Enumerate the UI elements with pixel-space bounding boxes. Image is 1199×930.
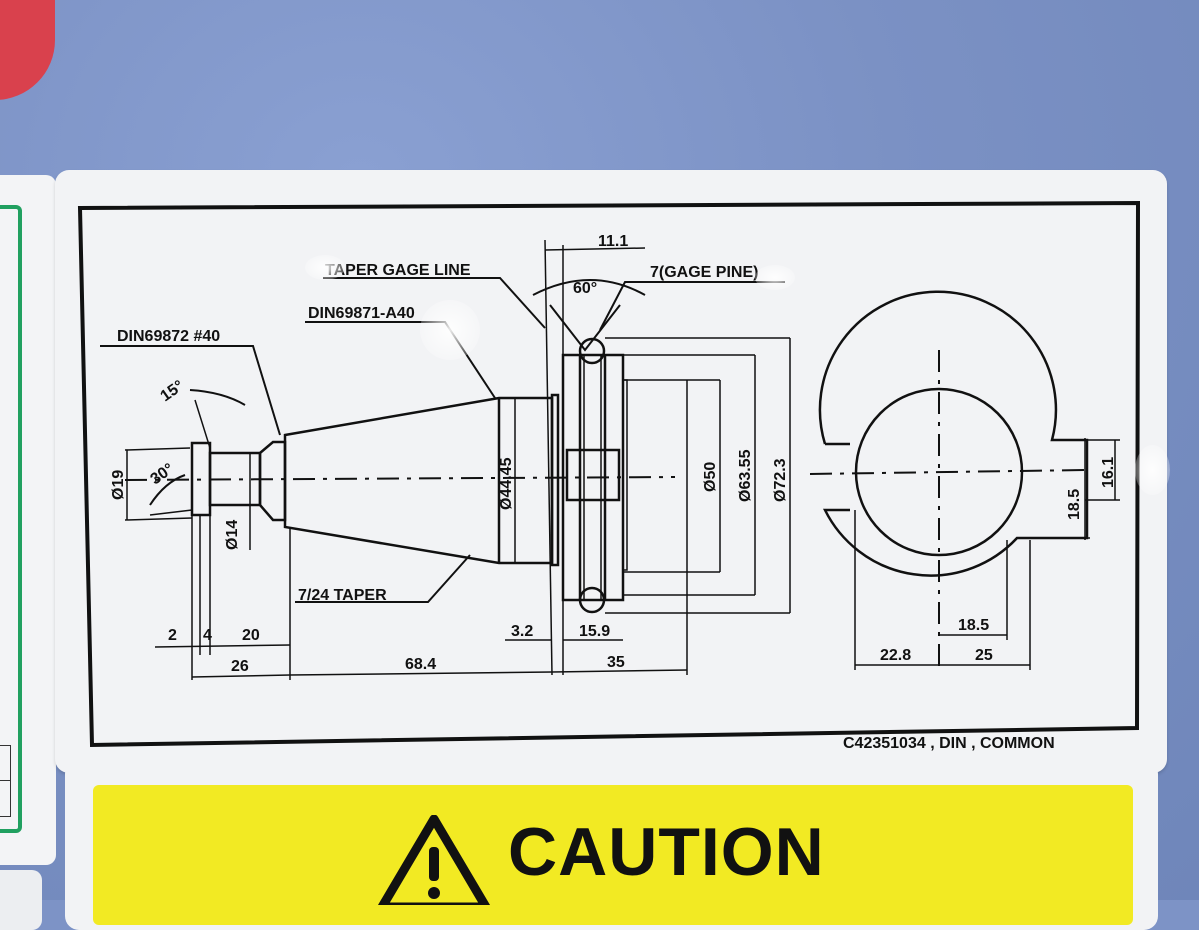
dim-dia-72-3: Ø72.3	[772, 458, 789, 502]
tool-holder-profile	[190, 337, 628, 614]
left-sticker-table-line	[0, 780, 10, 781]
leader-din69872	[100, 345, 281, 436]
dim-dia-19: Ø19	[110, 470, 127, 500]
label-7-24-taper: 7/24 TAPER	[298, 587, 387, 604]
label-taper-gage-line: TAPER GAGE LINE	[325, 262, 471, 279]
dim-slot-16-1: 16.1	[1100, 457, 1117, 488]
dim-len-4: 4	[203, 627, 212, 644]
technical-drawing: 11.1 TAPER GAGE LINE 60° 7(GAGE PINE) DI…	[77, 200, 1141, 752]
dim-len-2: 2	[168, 627, 177, 644]
leader-taper	[295, 554, 471, 603]
dim-dia-50: Ø50	[702, 462, 719, 492]
leader-gage-pin	[599, 281, 785, 331]
dim-dia-63-55: Ø63.55	[737, 449, 754, 502]
leader-din69871	[305, 321, 496, 399]
part-code: C42351034 , DIN , COMMON	[843, 735, 1055, 752]
dim-dia-44-45: Ø44.45	[498, 457, 515, 510]
dim-11-1: 11.1	[598, 233, 628, 250]
section-view	[818, 290, 1089, 577]
label-gage-pin: 7(GAGE PINE)	[650, 264, 758, 281]
warning-triangle-icon	[378, 815, 490, 905]
dim-slot-18-5-vertical: 18.5	[1066, 489, 1083, 520]
gage-pin-bottom	[578, 586, 606, 614]
gage-pin-top	[578, 337, 606, 365]
label-din69872: DIN69872 #40	[117, 328, 220, 345]
label-din69871: DIN69871-A40	[308, 305, 415, 322]
knob-head	[190, 441, 212, 517]
dim-dia-14: Ø14	[224, 520, 241, 550]
left-sticker-green-border	[0, 205, 22, 833]
dim-angle-30: 30°	[148, 460, 178, 488]
dim-len-3-2: 3.2	[511, 623, 533, 640]
dim-len-26: 26	[231, 658, 249, 675]
dim-slot-18-5-horizontal: 18.5	[958, 617, 989, 634]
centerline	[124, 476, 676, 481]
tool-holder-spec-label: 11.1 TAPER GAGE LINE 60° 7(GAGE PINE) DI…	[55, 170, 1170, 773]
dim-len-68-4: 68.4	[405, 656, 436, 673]
dim-len-20: 20	[242, 627, 260, 644]
left-bottom-sticker	[0, 870, 42, 930]
dim-angle-15: 15°	[158, 377, 188, 405]
caution-title: CAUTION	[508, 814, 825, 890]
dim-slot-22-8: 22.8	[880, 647, 911, 664]
knob-collar	[258, 440, 287, 522]
dim-len-35: 35	[607, 654, 625, 671]
drawing-border	[77, 200, 1141, 748]
left-sticker-table	[0, 745, 11, 817]
dim-len-15-9: 15.9	[579, 623, 610, 640]
dim-slot-25: 25	[975, 647, 993, 664]
dim-angle-60: 60°	[573, 280, 597, 297]
leader-gage-line	[323, 277, 546, 329]
left-edge-sticker	[0, 175, 56, 865]
